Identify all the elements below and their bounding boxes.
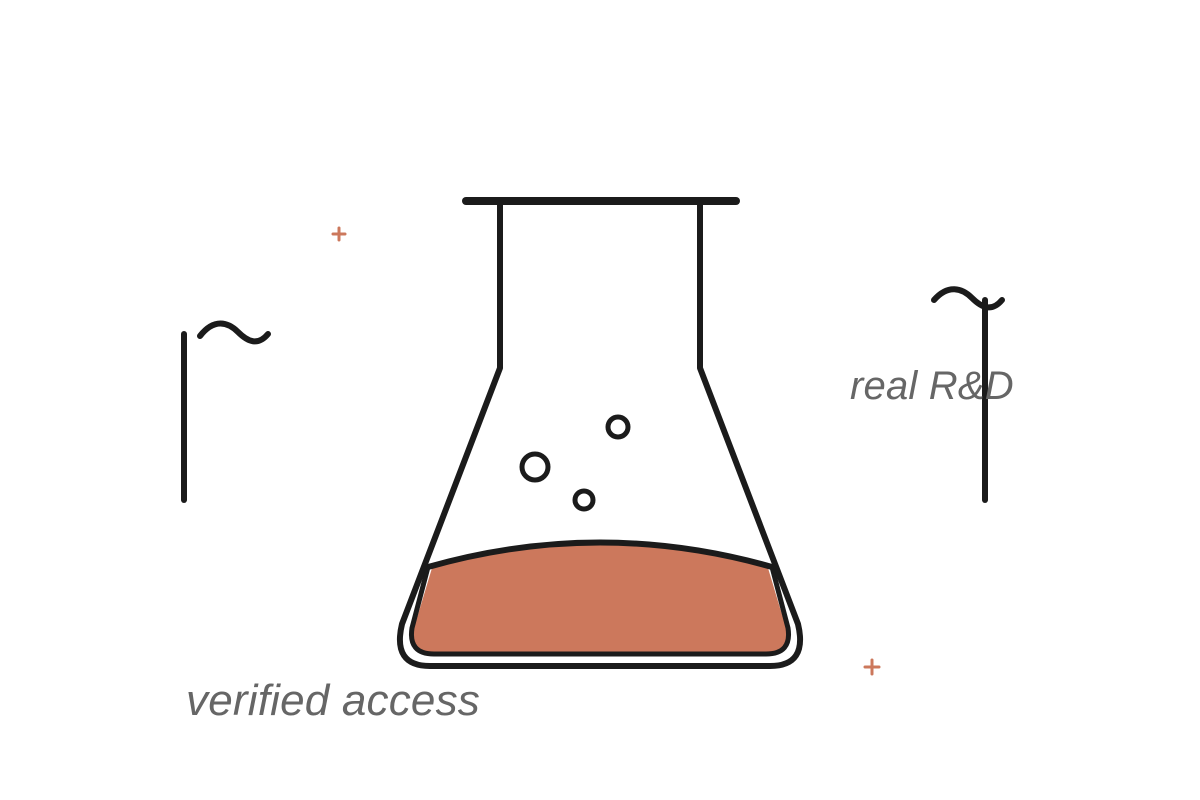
caption-real-rnd: real R&D — [850, 364, 1014, 408]
sparkle-top-left-icon — [331, 226, 347, 242]
left-wave-flag-icon — [181, 320, 271, 503]
flask-inner-base — [408, 566, 792, 657]
flask-liquid — [413, 543, 787, 652]
flask-liquid-surface — [425, 539, 775, 570]
bubble-small — [572, 488, 596, 512]
right-wave-flag-icon — [931, 286, 1005, 503]
lab-flask-icon — [396, 197, 804, 669]
caption-verified-access: verified access — [186, 676, 481, 725]
flask-body-outline — [396, 199, 804, 669]
bubble-large — [519, 451, 551, 483]
sparkle-bottom-right-icon — [863, 658, 881, 676]
flask-bubbles — [519, 414, 631, 512]
bubble-top — [605, 414, 631, 440]
